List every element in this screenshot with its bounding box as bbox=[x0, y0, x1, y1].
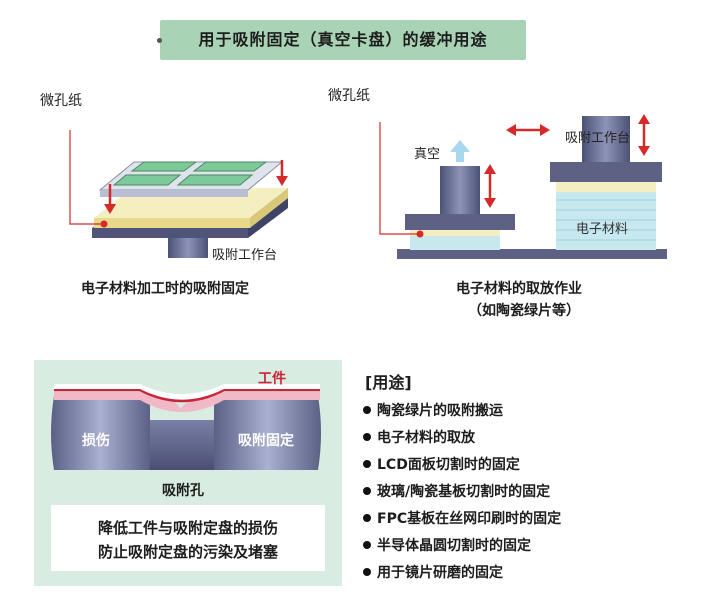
left-paper-side bbox=[250, 188, 288, 228]
right-paper-leader bbox=[379, 122, 420, 235]
note-line-2: 防止吸附定盘的污染及堵塞 bbox=[97, 543, 278, 561]
note-box: 降低工件与吸附定盘的损伤 防止吸附定盘的污染及堵塞 bbox=[51, 505, 325, 571]
right-lift-arrow-up bbox=[638, 114, 650, 124]
page-title: 用于吸附固定（真空卡盘）的缓冲用途 bbox=[198, 30, 488, 49]
uses-list-item: FPC基板在丝网印刷时的固定 bbox=[363, 506, 561, 533]
vacuum-label: 真空 bbox=[414, 147, 441, 162]
left-arrow-right-head bbox=[276, 176, 288, 186]
uses-item-text: 电子材料的取放 bbox=[377, 430, 475, 446]
right-caption-line2: （如陶瓷绿片等） bbox=[468, 303, 580, 319]
bullet-dot-icon bbox=[363, 487, 371, 495]
uses-item-text: 半导体晶圆切割时的固定 bbox=[377, 538, 531, 554]
left-paper-leader bbox=[69, 130, 104, 225]
right-pickup-diagram bbox=[379, 114, 667, 259]
left-cell-1 bbox=[112, 174, 182, 186]
left-chuck-diagram bbox=[69, 130, 288, 258]
cs-cushion bbox=[54, 392, 320, 412]
left-caption: 电子材料加工时的吸附固定 bbox=[81, 281, 249, 297]
uses-list-item: 半导体晶圆切割时的固定 bbox=[363, 533, 561, 560]
right-left-rod bbox=[440, 166, 480, 214]
left-lift-arrow-down bbox=[484, 198, 496, 208]
right-paper-leader-dot bbox=[416, 230, 424, 238]
left-micro-paper-label: 微孔纸 bbox=[40, 93, 82, 109]
right-left-slab-light bbox=[410, 234, 500, 250]
right-stack-holder bbox=[550, 162, 662, 182]
left-carrier-front bbox=[100, 190, 248, 197]
left-paper-leader-dot bbox=[100, 220, 108, 228]
left-arrow-left-head bbox=[104, 204, 116, 214]
title-bullet-dot bbox=[157, 38, 162, 43]
right-caption-line1: 电子材料的取放作业 bbox=[456, 281, 582, 297]
uses-item-text: 用于镜片研磨的固定 bbox=[377, 565, 503, 581]
cs-fixture-right bbox=[214, 396, 321, 470]
uses-list-item: 电子材料的取放 bbox=[363, 425, 561, 452]
right-stack-rod bbox=[582, 116, 630, 162]
fixture-label: 吸附固定 bbox=[238, 433, 294, 449]
vacuum-arrow-shaft bbox=[456, 150, 464, 162]
material-label: 电子材料 bbox=[576, 222, 629, 237]
hole-label: 吸附孔 bbox=[162, 483, 204, 499]
cs-fixture-left bbox=[51, 396, 150, 470]
right-left-paper bbox=[410, 230, 500, 236]
uses-item-text: 玻璃/陶瓷基板切割时的固定 bbox=[377, 484, 551, 500]
right-lift-arrow-down bbox=[638, 146, 650, 156]
left-cell-3 bbox=[130, 161, 198, 172]
right-stack-paper bbox=[556, 182, 656, 192]
left-cell-2 bbox=[176, 174, 254, 186]
note-line-1: 降低工件与吸附定盘的损伤 bbox=[97, 519, 278, 537]
bullet-dot-icon bbox=[363, 406, 371, 414]
uses-list-item: LCD面板切割时的固定 bbox=[363, 452, 561, 479]
uses-list-item: 玻璃/陶瓷基板切割时的固定 bbox=[363, 479, 561, 506]
bullet-dot-icon bbox=[363, 541, 371, 549]
left-lift-arrow-up bbox=[484, 164, 496, 174]
left-base-front bbox=[92, 228, 248, 238]
right-micro-paper-label: 微孔纸 bbox=[328, 88, 370, 104]
uses-item-text: LCD面板切割时的固定 bbox=[377, 457, 520, 473]
uses-heading: [用途] bbox=[365, 373, 412, 392]
bullet-dot-icon bbox=[363, 460, 371, 468]
uses-list-item: 用于镜片研磨的固定 bbox=[363, 560, 561, 587]
uses-list: 陶瓷绿片的吸附搬运电子材料的取放 LCD面板切割时的固定玻璃/陶瓷基板切割时的固定… bbox=[363, 398, 561, 587]
uses-item-text: FPC基板在丝网印刷时的固定 bbox=[377, 511, 562, 527]
bullet-dot-icon bbox=[363, 514, 371, 522]
right-left-holder bbox=[405, 214, 515, 230]
bullet-dot-icon bbox=[363, 568, 371, 576]
workpiece-label: 工件 bbox=[258, 371, 286, 387]
damage-label: 损伤 bbox=[82, 433, 110, 449]
left-paper-front bbox=[94, 218, 250, 228]
uses-list-item: 陶瓷绿片的吸附搬运 bbox=[363, 398, 561, 425]
uses-item-text: 陶瓷绿片的吸附搬运 bbox=[377, 403, 503, 419]
title-banner: 用于吸附固定（真空卡盘）的缓冲用途 bbox=[160, 20, 526, 60]
left-worktable-label: 吸附工作台 bbox=[212, 248, 278, 263]
cs-workpiece bbox=[54, 388, 320, 403]
transfer-arrow-right bbox=[540, 124, 550, 136]
bullet-dot-icon bbox=[363, 433, 371, 441]
vacuum-arrow-head bbox=[450, 140, 470, 152]
left-base-side bbox=[248, 198, 288, 238]
cs-hole bbox=[150, 420, 214, 470]
right-worktable-label: 吸附工作台 bbox=[565, 131, 631, 146]
left-cell-4 bbox=[192, 161, 268, 172]
transfer-arrow-left bbox=[506, 124, 516, 136]
cs-top-band bbox=[54, 384, 320, 400]
right-base-plate bbox=[397, 249, 667, 259]
